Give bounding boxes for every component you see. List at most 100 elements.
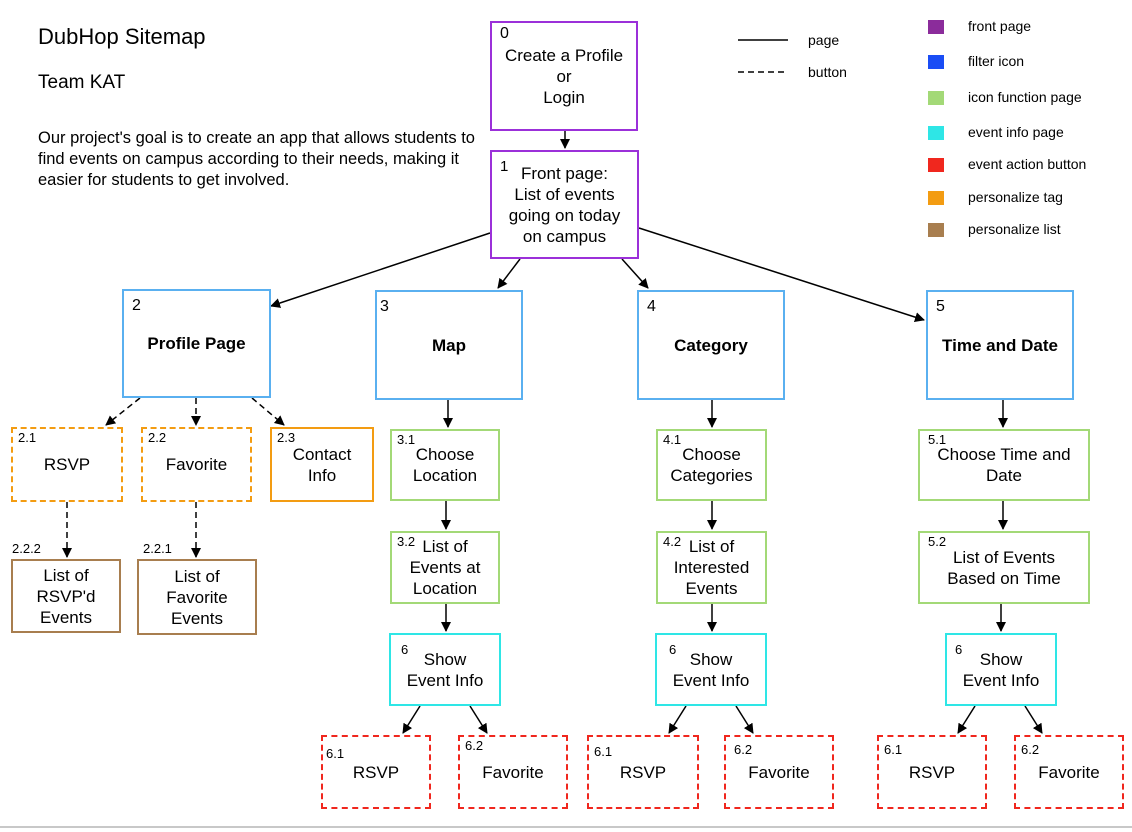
node-label: List of Events Based on Time [947, 547, 1061, 588]
sitemap-title: DubHop Sitemap [38, 24, 206, 49]
legend-swatch [928, 126, 944, 140]
bottom-divider [0, 826, 1132, 828]
node-number: 4.1 [663, 432, 682, 447]
node-choose-time-and-date[interactable]: 5.1 Choose Time and Date [918, 429, 1090, 501]
arrow-1-4 [621, 258, 649, 289]
node-front-page[interactable]: 1 Front page: List of events going on to… [490, 150, 639, 259]
legend-swatch [928, 191, 944, 205]
legend-swatch [928, 158, 944, 172]
node-label: Category [674, 335, 748, 355]
node-label: RSVP [619, 762, 667, 782]
node-label: Favorite [165, 455, 228, 474]
node-label: Choose Time and Date [937, 445, 1071, 485]
legend-page-label: page [808, 32, 840, 48]
node-number: 4 [647, 298, 656, 315]
node-number: 3.1 [397, 432, 416, 447]
node-number: 2 [132, 297, 141, 314]
node-rsvp-button-time[interactable]: 6.1 RSVP [877, 735, 987, 809]
arrow-1-2 [270, 232, 491, 308]
node-list-events-at-location[interactable]: 3.2 List of Events at Location [390, 531, 500, 604]
node-label: Favorite [1038, 762, 1100, 782]
node-label: RSVP [43, 455, 91, 474]
node-label: Front page: List of events going on toda… [508, 163, 621, 246]
node-favorite-button-time[interactable]: 6.2 Favorite [1014, 735, 1124, 809]
node-profile-favorite[interactable]: 2.2 Favorite [141, 427, 252, 502]
legend-label: event action button [968, 156, 1087, 172]
node-label: List of Favorite Events [166, 566, 228, 628]
node-label: Choose Categories [670, 445, 753, 485]
legend-label: personalize tag [968, 189, 1063, 205]
node-number: 6 [401, 642, 409, 657]
node-show-event-info-map[interactable]: 6 Show Event Info [389, 633, 501, 706]
node-number-2-2-1: 2.2.1 [143, 541, 172, 556]
legend-label: event info page [968, 124, 1064, 140]
node-list-rsvpd-events[interactable]: List of RSVP'd Events [11, 559, 121, 633]
node-label: Create a Profile or Login [504, 45, 624, 107]
node-label: List of Interested Events [673, 537, 750, 598]
arrow-6a-61 [402, 705, 421, 734]
node-list-events-based-on-time[interactable]: 5.2 List of Events Based on Time [918, 531, 1090, 604]
legend-label: front page [968, 18, 1032, 34]
node-label: Show Event Info [406, 649, 484, 690]
node-profile-rsvp[interactable]: 2.1 RSVP [11, 427, 123, 502]
node-contact-info[interactable]: 2.3 Contact Info [270, 427, 374, 502]
node-category[interactable]: 4 Category [637, 290, 785, 400]
arrow-2-23 [251, 397, 285, 426]
node-label: Map [432, 335, 466, 355]
node-favorite-button-category[interactable]: 6.2 Favorite [724, 735, 834, 809]
node-number: 2.2 [148, 430, 167, 445]
node-number: 6 [955, 642, 963, 657]
node-number-2-2-2: 2.2.2 [12, 541, 41, 556]
node-label: Time and Date [942, 335, 1058, 355]
legend-swatch [928, 55, 944, 69]
node-label: RSVP [908, 762, 956, 782]
node-number: 6.1 [594, 744, 613, 759]
project-goal: Our project's goal is to create an app t… [38, 129, 475, 189]
node-number: 5.2 [928, 534, 947, 549]
node-show-event-info-time[interactable]: 6 Show Event Info [945, 633, 1057, 706]
node-number: 4.2 [663, 534, 682, 549]
node-rsvp-button-map[interactable]: 6.1 RSVP [321, 735, 431, 809]
node-label: Profile Page [147, 334, 246, 353]
node-number: 1 [500, 158, 509, 175]
arrow-6b-62 [735, 705, 754, 734]
legend-swatch [928, 223, 944, 237]
node-time-and-date[interactable]: 5 Time and Date [926, 290, 1074, 400]
node-number: 3 [380, 298, 389, 315]
node-label: Show Event Info [962, 649, 1040, 690]
node-number: 2.3 [277, 430, 296, 445]
arrow-6c-61 [957, 705, 976, 734]
node-number: 6.1 [884, 742, 903, 757]
node-favorite-button-map[interactable]: 6.2 Favorite [458, 735, 568, 809]
arrow-6c-62 [1024, 705, 1043, 734]
node-number: 6.2 [734, 742, 753, 757]
node-list-interested-events[interactable]: 4.2 List of Interested Events [656, 531, 767, 604]
legend-swatch [928, 20, 944, 34]
team-name: Team KAT [38, 72, 126, 93]
node-list-favorite-events[interactable]: List of Favorite Events [137, 559, 257, 635]
node-label: Contact Info [292, 444, 352, 485]
node-number: 0 [500, 25, 509, 42]
legend-label: personalize list [968, 221, 1061, 237]
node-show-event-info-category[interactable]: 6 Show Event Info [655, 633, 767, 706]
node-number: 5 [936, 298, 945, 315]
legend-label: filter icon [968, 53, 1025, 69]
node-label: Favorite [482, 762, 544, 782]
node-choose-location[interactable]: 3.1 Choose Location [390, 429, 500, 501]
node-number: 2.1 [18, 430, 37, 445]
node-choose-categories[interactable]: 4.1 Choose Categories [656, 429, 767, 501]
node-label: RSVP [352, 762, 400, 782]
legend-swatch [928, 91, 944, 105]
node-create-profile-login[interactable]: 0 Create a Profile or Login [490, 21, 638, 131]
node-number: 6 [669, 642, 677, 657]
arrow-6b-61 [668, 705, 687, 734]
node-profile-page[interactable]: 2 Profile Page [122, 289, 271, 398]
arrow-6a-62 [469, 705, 488, 734]
node-rsvp-button-category[interactable]: 6.1 RSVP [587, 735, 699, 809]
node-number: 6.2 [1021, 742, 1040, 757]
node-label: List of Events at Location [409, 537, 481, 598]
node-label: List of RSVP'd Events [36, 565, 96, 627]
node-map[interactable]: 3 Map [375, 290, 523, 400]
legend-button-label: button [808, 64, 847, 80]
